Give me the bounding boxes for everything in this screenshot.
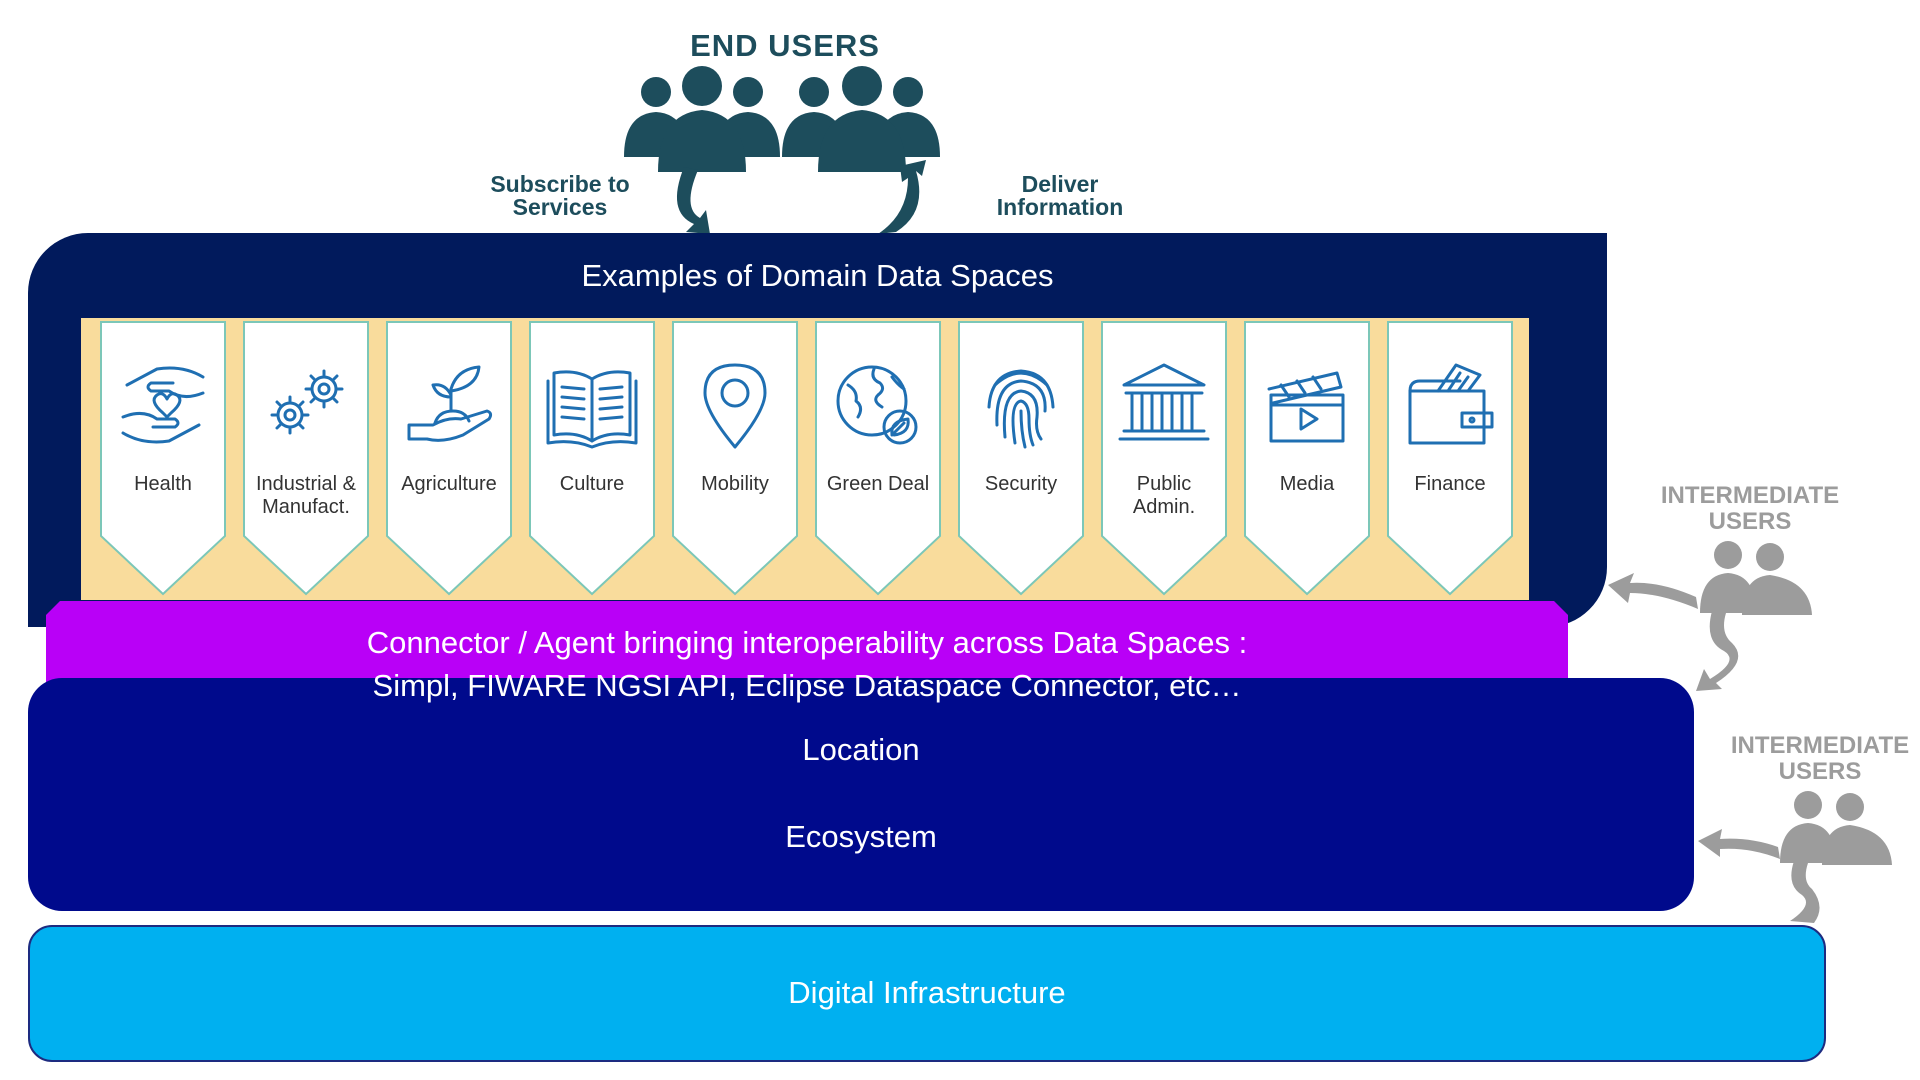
digital-infrastructure-label: Digital Infrastructure [788,975,1066,1010]
tile-shape [815,321,941,596]
health-hands-heart-icon [121,366,205,444]
intermediate-users-group-icon-1 [1608,541,1812,691]
digital-infrastructure-block [28,925,1826,1062]
plant-in-hand-icon [407,365,493,442]
deliver-information-label: Deliver Information [996,171,1124,220]
domain-tile-mobility: Mobility [671,320,799,596]
clapperboard-icon [1267,371,1345,443]
intermediate-users-label-2: INTERMEDIATE USERS [1730,732,1910,785]
tile-shape [386,321,512,596]
tile-label: Green Deal [826,473,930,495]
tile-label: Mobility [701,473,769,495]
location-pin-icon [703,363,767,449]
tile-label: Culture [559,473,625,495]
government-building-icon [1118,363,1210,441]
wallet-icon [1408,363,1494,445]
tile-label: Media [1279,473,1335,495]
tile-shape [958,321,1084,596]
end-users-group-icon [624,66,940,234]
domain-tile-health: Health [99,320,227,596]
domain-tile-industrial: Industrial &Manufact. [242,320,370,596]
end-users-title: END USERS [690,28,880,63]
fingerprint-icon [987,369,1055,449]
location-label: Location [802,732,920,767]
domain-tile-agriculture: Agriculture [385,320,513,596]
tile-label: Security [984,473,1058,495]
tile-label: Industrial &Manufact. [255,473,357,518]
tile-label: Agriculture [401,473,497,495]
domain-tile-security: Security [957,320,1085,596]
intermediate-users-label-1: INTERMEDIATE USERS [1660,482,1840,535]
connector-line-1: Connector / Agent bringing interoperabil… [366,625,1248,660]
gears-icon [270,369,344,435]
domain-tile-culture: Culture [528,320,656,596]
intermediate-users-group-icon-2 [1698,791,1892,923]
subscribe-to-services-label: Subscribe to Services [490,171,630,220]
domain-tile-finance: Finance [1386,320,1514,596]
tile-label: Health [134,473,192,495]
connector-text: Connector / Agent bringing interoperabil… [46,621,1568,707]
tile-shape [100,321,226,596]
connector-line-2: Simpl, FIWARE NGSI API, Eclipse Dataspac… [372,668,1242,703]
domain-data-spaces-title: Examples of Domain Data Spaces [581,258,1054,293]
tile-label: Finance [1414,473,1486,495]
tile-shape [1101,321,1227,596]
location-ecosystem-block [28,678,1694,911]
ecosystem-label: Ecosystem [785,819,937,854]
open-book-icon [546,370,638,449]
tile-shape [1244,321,1370,596]
tile-shape [529,321,655,596]
globe-leaf-icon [836,365,918,445]
domain-tile-media: Media [1243,320,1371,596]
domain-tile-green-deal: Green Deal [814,320,942,596]
